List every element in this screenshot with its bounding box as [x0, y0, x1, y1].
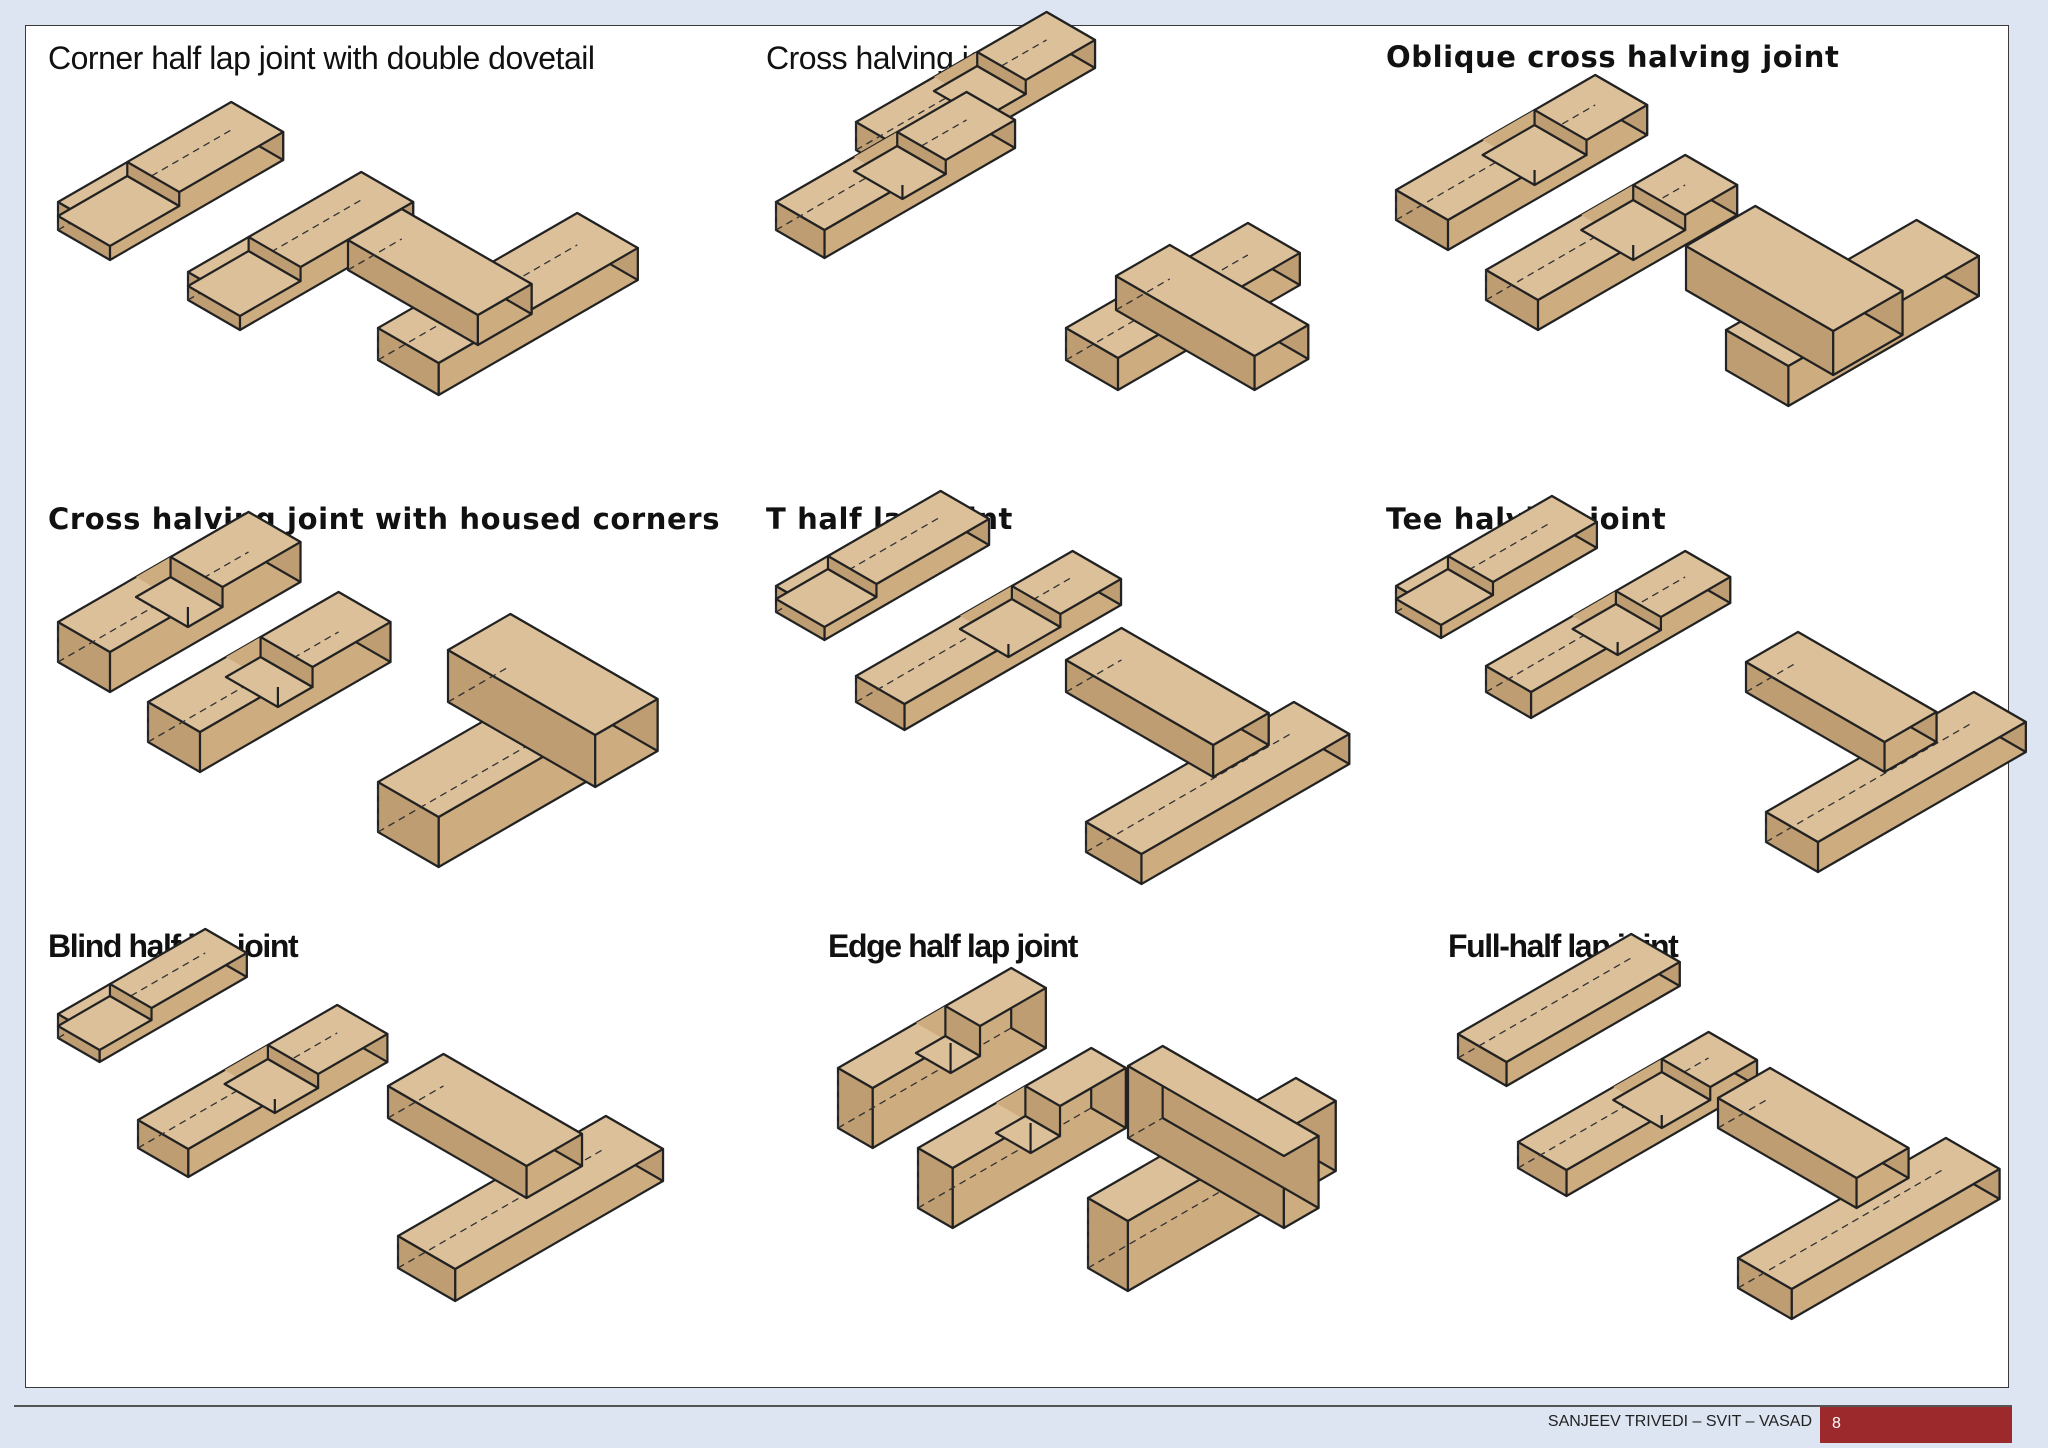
joint-illustration — [56, 510, 659, 869]
joint-illustration — [774, 10, 1310, 392]
joint-title: Cross halving joint with housed corners — [48, 502, 721, 536]
joint-cell-cross-halving: Cross halving joint — [766, 10, 1326, 480]
joint-title: Edge half lap joint — [828, 928, 1078, 964]
joint-illustration — [836, 966, 1337, 1293]
joint-cell-tee-halving: Tee halving joint — [1386, 494, 2027, 922]
joint-cell-oblique-cross-halving: Oblique cross halving joint — [1386, 40, 1986, 480]
joint-cell-blind-half-lap: Blind half lap joint — [48, 927, 708, 1348]
joint-cell-edge-half-lap: Edge half lap joint — [828, 928, 1348, 1348]
joint-illustration — [1394, 73, 1980, 408]
footer-divider — [14, 1405, 2012, 1407]
page-number-badge: 8 — [1820, 1407, 2012, 1443]
joint-illustration — [56, 927, 665, 1303]
joint-title: Corner half lap joint with double doveta… — [48, 40, 595, 76]
joint-cell-t-half-lap: T half lap joint — [766, 489, 1351, 922]
joint-illustration — [56, 100, 639, 397]
joint-title: Oblique cross halving joint — [1386, 40, 1840, 74]
footer-author: SANJEEV TRIVEDI – SVIT – VASAD — [1547, 1413, 1812, 1430]
joint-cell-housed-corners: Cross halving joint with housed corners — [48, 502, 719, 922]
joint-illustration — [1394, 494, 2027, 874]
joint-illustration — [774, 489, 1351, 886]
joint-illustration — [1456, 932, 2001, 1321]
joint-cell-corner-dovetail: Corner half lap joint with double doveta… — [48, 40, 708, 480]
joint-cell-full-half-lap: Full-half lap joint — [1448, 928, 2001, 1348]
